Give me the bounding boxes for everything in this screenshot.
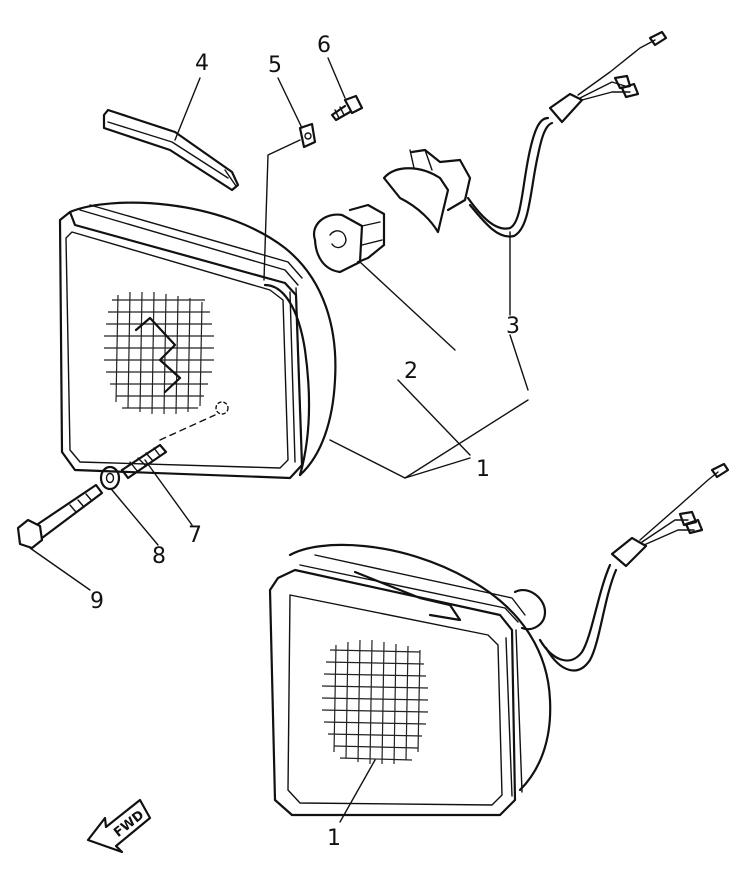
callout-8: 8 [152, 544, 166, 569]
callout-1-top: 1 [476, 457, 490, 482]
screw-part7 [120, 443, 168, 480]
callout-5: 5 [268, 53, 282, 78]
bulb-part2 [312, 203, 386, 274]
fwd-arrow-icon: FWD [86, 798, 152, 854]
headlight-upper [58, 201, 337, 480]
leader-lines [29, 57, 529, 823]
washer-part8 [99, 465, 121, 491]
lens-pattern-upper [104, 291, 214, 415]
callout-6: 6 [317, 33, 331, 58]
callout-7: 7 [188, 523, 202, 548]
screw-part6 [330, 94, 364, 122]
callout-3: 3 [506, 314, 520, 339]
headlight-lower [268, 462, 730, 817]
callout-4: 4 [195, 51, 209, 76]
callout-1-bottom: 1 [327, 826, 341, 851]
lens-pattern-lower [321, 639, 429, 765]
socket-harness-part3 [382, 30, 668, 238]
callout-9: 9 [90, 589, 104, 614]
callout-2: 2 [404, 359, 418, 384]
clip-part5 [263, 122, 317, 281]
bolt-part9 [16, 483, 104, 550]
bracket-strip-part4 [102, 108, 240, 192]
